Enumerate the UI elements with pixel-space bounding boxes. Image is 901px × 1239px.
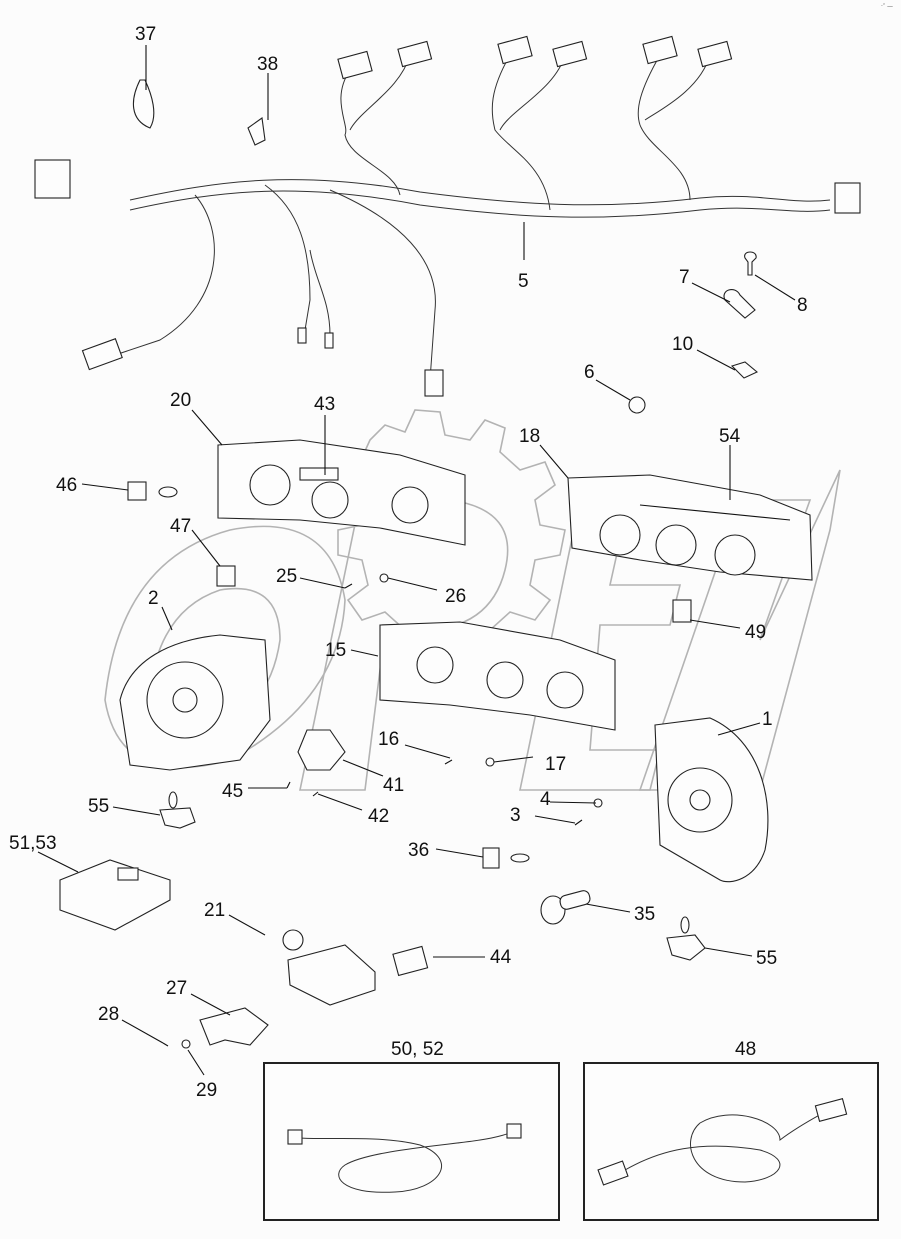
callout-16: 16 (378, 729, 399, 750)
callout-21: 21 (204, 900, 225, 921)
part-2-fog-lamp[interactable] (119, 634, 271, 771)
callout-36: 36 (408, 840, 429, 861)
terminal (324, 332, 334, 349)
part-37-loop-strap[interactable] (132, 79, 155, 129)
part-41-cover-plate[interactable] (297, 729, 346, 771)
callout-38: 38 (257, 54, 278, 75)
part-51-53-ballast[interactable] (59, 859, 171, 931)
callout-7: 7 (679, 267, 690, 288)
callout-55-left: 55 (88, 796, 109, 817)
branch-connector (337, 50, 373, 80)
callout-25: 25 (276, 566, 297, 587)
part-55-bulb-left[interactable] (159, 791, 196, 829)
callout-labels: 37 38 5 7 8 10 6 20 43 18 54 46 47 25 26… (9, 24, 808, 1101)
cable-50-52 (287, 1123, 522, 1193)
callout-47: 47 (170, 516, 191, 537)
wiring-harness[interactable] (34, 35, 861, 397)
callout-27: 27 (166, 978, 187, 999)
part-20-headlamp[interactable] (217, 439, 466, 546)
callout-43: 43 (314, 394, 335, 415)
part-46-bulb (158, 486, 178, 498)
part-1-fog-lamp[interactable] (654, 717, 769, 883)
part-55-bulb-right[interactable] (666, 916, 706, 961)
callout-15: 15 (325, 640, 346, 661)
corner-mark: ·″ — (880, 3, 893, 10)
callout-6: 6 (584, 362, 595, 383)
cable-48 (597, 1097, 848, 1186)
part-21-igniter[interactable] (282, 929, 376, 1006)
callout-10: 10 (672, 334, 693, 355)
part-54-led-strip (639, 504, 791, 521)
inset-box-50-52[interactable]: 50, 52 (263, 1039, 560, 1221)
part-38-cable-clip[interactable] (247, 117, 266, 146)
callout-35: 35 (634, 904, 655, 925)
callout-49: 49 (745, 622, 766, 643)
callout-41: 41 (383, 775, 404, 796)
callout-5: 5 (518, 271, 529, 292)
part-10-clip-nut[interactable] (730, 361, 759, 379)
part-29-washer[interactable] (181, 1039, 191, 1049)
part-25-screw[interactable] (344, 583, 353, 589)
part-46-bulb-socket[interactable] (127, 481, 147, 501)
callout-29: 29 (196, 1080, 217, 1101)
part-36-bulb (510, 853, 530, 863)
branch-connector (424, 369, 444, 397)
callout-54: 54 (719, 426, 741, 447)
part-45-screw[interactable] (286, 781, 291, 789)
part-44-connector[interactable] (392, 945, 429, 977)
inset-box-50-52-title: 50, 52 (391, 1039, 444, 1060)
callout-3: 3 (510, 805, 521, 826)
part-47-bulb-holder[interactable] (216, 565, 236, 587)
callout-55-right: 55 (756, 948, 777, 969)
callout-17: 17 (545, 754, 566, 775)
callout-20: 20 (170, 390, 191, 411)
branch-connector (81, 338, 123, 371)
leader-lines (37, 45, 796, 1076)
callout-46: 46 (56, 475, 77, 496)
callout-2: 2 (148, 588, 159, 609)
part-8-push-pin[interactable] (744, 251, 757, 276)
branch-connector (642, 35, 678, 65)
part-42-screw[interactable] (312, 791, 319, 797)
inset-box-48-title: 48 (735, 1039, 756, 1060)
part-49-bulb-holder[interactable] (672, 599, 692, 623)
part-16-screw[interactable] (444, 759, 453, 765)
part-7-p-clamp[interactable] (723, 289, 756, 319)
part-26-washer[interactable] (379, 573, 389, 583)
part-3-screw[interactable] (574, 819, 583, 826)
callout-45: 45 (222, 781, 243, 802)
callout-44: 44 (490, 947, 512, 968)
branch-connector (497, 35, 533, 65)
part-15-headlamp[interactable] (379, 621, 616, 731)
watermark-gear (337, 409, 566, 663)
branch-connector (697, 40, 733, 68)
main-connector (34, 159, 71, 199)
callout-51-53: 51,53 (9, 833, 57, 854)
callout-26: 26 (445, 586, 466, 607)
part-17-washer[interactable] (485, 757, 495, 767)
end-connector (834, 182, 861, 214)
branch-connector (552, 40, 588, 68)
callout-42: 42 (368, 806, 389, 827)
callout-4: 4 (540, 789, 551, 810)
callout-37: 37 (135, 24, 156, 45)
part-18-headlamp[interactable] (567, 474, 813, 581)
part-27-bracket[interactable] (199, 1007, 269, 1046)
callout-1: 1 (762, 709, 773, 730)
part-28-screw[interactable] (162, 1042, 169, 1047)
inset-box-48[interactable]: 48 (583, 1039, 879, 1221)
part-6-grommet[interactable] (628, 396, 646, 414)
callout-8: 8 (797, 295, 808, 316)
part-36-bulb-socket[interactable] (482, 847, 500, 869)
part-43-connector-strip (299, 467, 339, 481)
terminal (297, 327, 307, 344)
branch-connector (397, 40, 433, 68)
callout-18: 18 (519, 426, 540, 447)
part-35-halogen-bulb[interactable] (540, 889, 591, 925)
callout-28: 28 (98, 1004, 119, 1025)
